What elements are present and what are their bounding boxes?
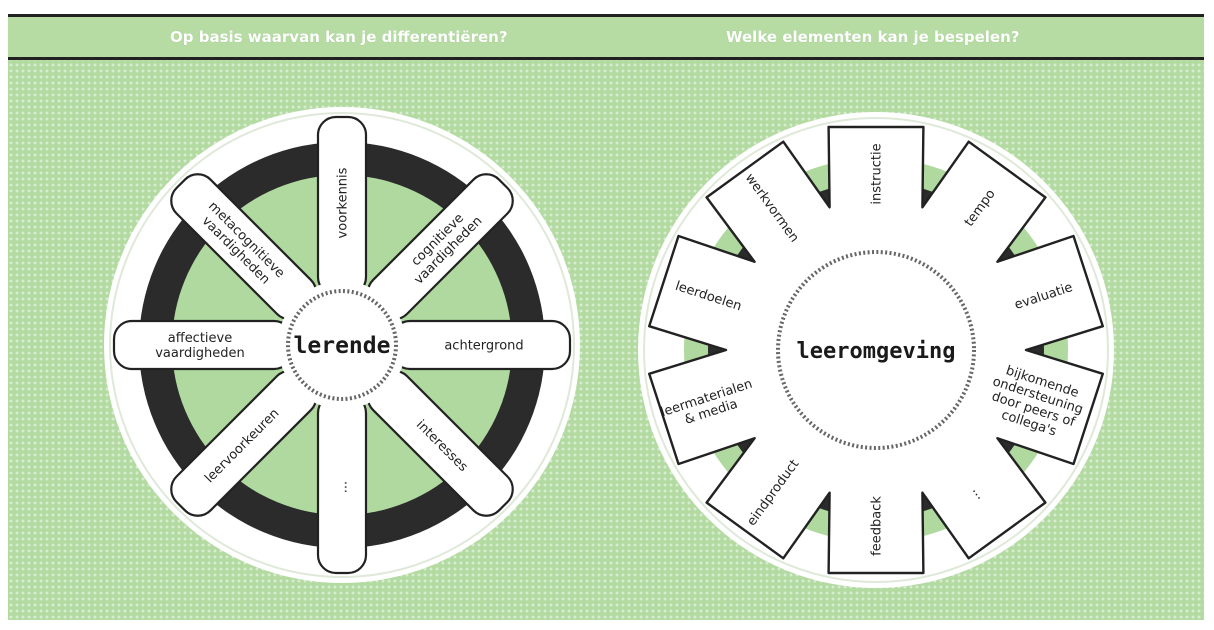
wheel-label-line: affectieve — [168, 331, 232, 346]
wheel-label-more: ... — [336, 481, 351, 493]
gear-center-label: leeromgeving — [797, 339, 956, 364]
learner-wheel: lerendevoorkenniscognitievevaardighedena… — [104, 107, 580, 583]
environment-gear: leeromgevinginstructietempoevaluatiebijk… — [638, 112, 1114, 588]
wheel-label-line: vaardigheden — [155, 346, 245, 361]
wheel-label-line: voorkennis — [336, 167, 351, 238]
gear-label-feedback: feedback — [870, 496, 885, 556]
gear-label-instructie: instructie — [870, 143, 885, 204]
wheel-label-achtergrond: achtergrond — [444, 339, 523, 354]
gear-label-line: feedback — [870, 496, 885, 556]
gear-label-line: instructie — [870, 143, 885, 204]
wheel-label-line: ... — [336, 481, 351, 493]
wheel-center-label: lerende — [294, 333, 391, 359]
wheel-label-voorkennis: voorkennis — [336, 167, 351, 238]
wheel-label-line: achtergrond — [444, 339, 523, 354]
